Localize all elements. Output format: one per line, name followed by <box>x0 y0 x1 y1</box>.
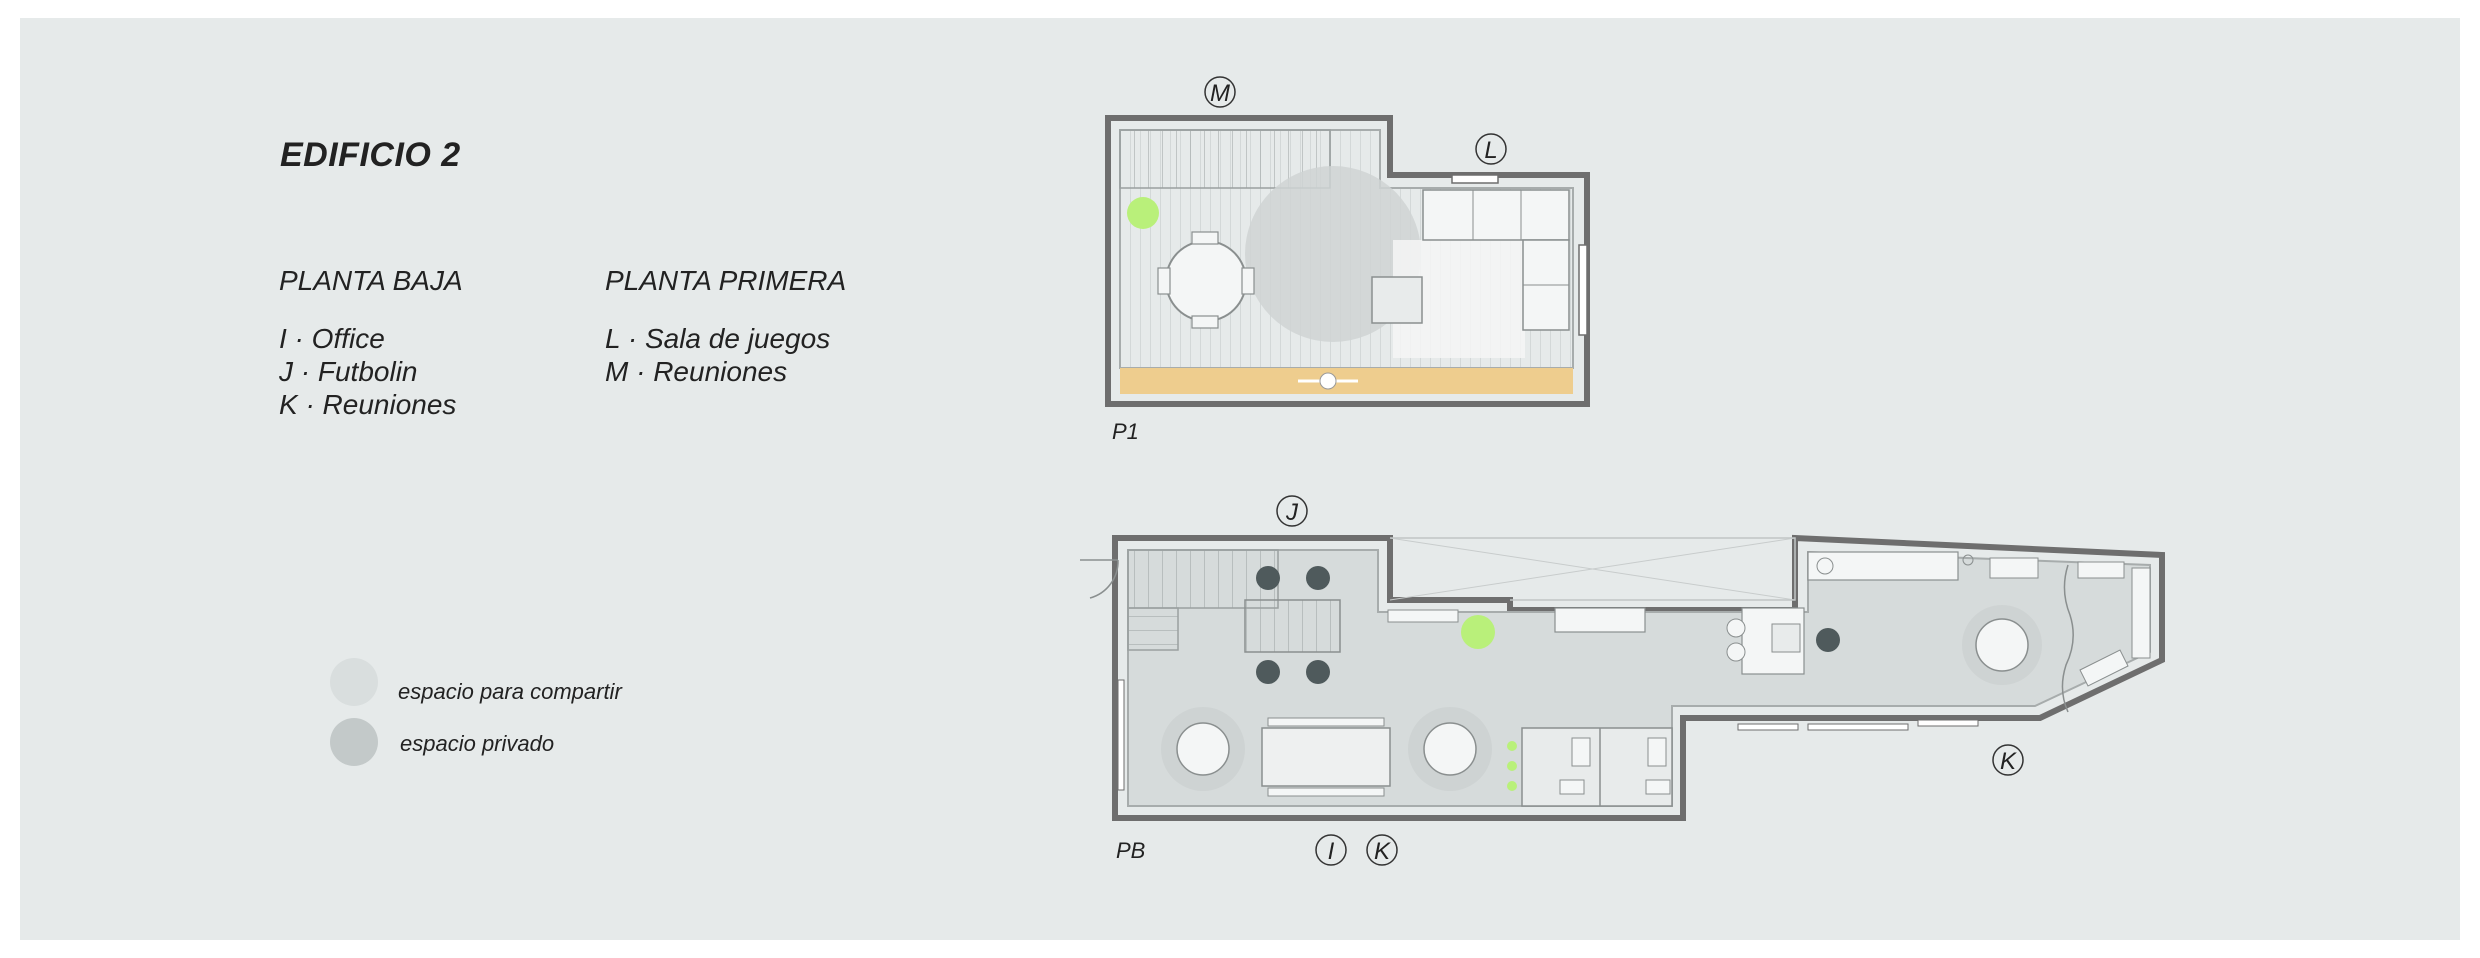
pb-outer-wall <box>1112 534 2165 821</box>
ground-floor-item-i: I · Office <box>279 323 385 354</box>
legend-shared-label: espacio para compartir <box>398 679 622 704</box>
first-floor-plan <box>1105 115 1590 407</box>
marker-k-bottom <box>1366 834 1398 866</box>
pb-stairs-top <box>1127 549 1279 609</box>
marker-k-right-label: K <box>2000 748 2017 775</box>
p1-round-table <box>1165 240 1247 322</box>
marker-m <box>1204 76 1236 108</box>
p1-window <box>1451 174 1499 184</box>
pb-plan-label: PB <box>1116 838 1145 863</box>
marker-m-label: M <box>1210 80 1230 107</box>
pb-plant-icon <box>1461 615 1495 649</box>
p1-ottoman <box>1371 276 1423 324</box>
p1-plant-icon <box>1127 197 1159 229</box>
ground-floor-plan <box>1080 534 2165 821</box>
legend-private-label: espacio privado <box>400 731 555 756</box>
marker-j-label: J <box>1285 499 1299 526</box>
marker-l-label: L <box>1484 137 1497 164</box>
ground-floor-item-j: J · Futbolin <box>279 356 418 387</box>
p1-outer-wall <box>1105 115 1590 407</box>
marker-k-right <box>1992 744 2024 776</box>
pb-kitchen-counter <box>1807 551 1959 581</box>
marker-j <box>1276 495 1308 527</box>
pb-meeting-round-table <box>1975 618 2029 672</box>
first-floor-item-m: M · Reuniones <box>605 356 788 387</box>
marker-k-bottom-label: K <box>1374 838 1391 865</box>
pb-bench <box>1554 607 1646 633</box>
pb-stairs-landing <box>1127 607 1179 651</box>
first-floor-item-l: L · Sala de juegos <box>605 323 831 354</box>
first-floor-heading: PLANTA PRIMERA <box>605 265 847 296</box>
marker-i-label: I <box>1328 838 1335 865</box>
ground-floor-heading: PLANTA BAJA <box>279 265 463 296</box>
marker-i <box>1315 834 1347 866</box>
pb-round-table-right <box>1423 722 1477 776</box>
p1-fixture-icon <box>1319 372 1337 390</box>
legend-shared-swatch <box>330 658 378 706</box>
ground-floor-item-k: K · Reuniones <box>279 389 457 420</box>
page-title: EDIFICIO 2 <box>280 136 461 174</box>
legend-private-swatch <box>330 718 378 766</box>
pb-entry-door <box>1080 559 1119 599</box>
pb-dark-chairs <box>1256 566 1840 684</box>
pb-round-table-left <box>1176 722 1230 776</box>
pb-meeting-table <box>1261 727 1391 787</box>
marker-l <box>1475 133 1507 165</box>
p1-plan-label: P1 <box>1112 419 1139 444</box>
pb-foosball-table <box>1244 599 1341 653</box>
p1-sofa-top <box>1422 189 1570 241</box>
pb-curtain <box>2061 564 2074 713</box>
p1-side-window <box>1578 244 1588 336</box>
